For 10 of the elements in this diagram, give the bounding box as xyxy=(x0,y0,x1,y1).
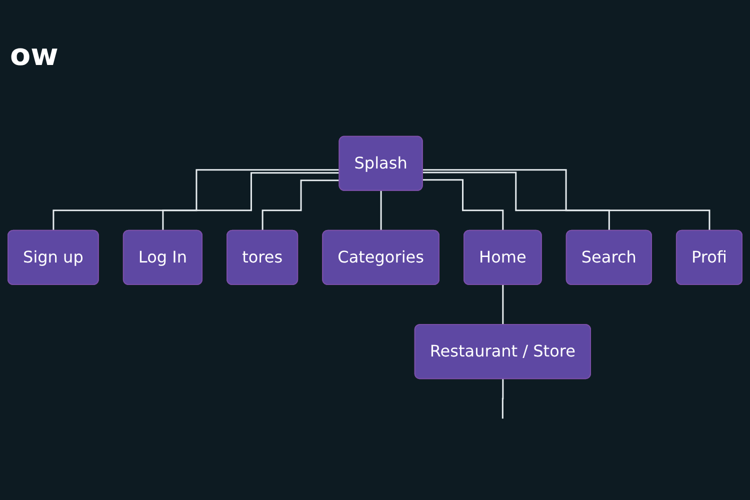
connector xyxy=(422,172,610,232)
connector xyxy=(262,180,340,232)
connector xyxy=(502,378,504,420)
diagram-title: ow xyxy=(10,38,58,73)
connector xyxy=(502,284,504,326)
connector xyxy=(162,172,340,232)
connector xyxy=(422,169,710,232)
connector xyxy=(422,179,504,232)
connector xyxy=(380,190,382,232)
connector xyxy=(52,169,340,232)
